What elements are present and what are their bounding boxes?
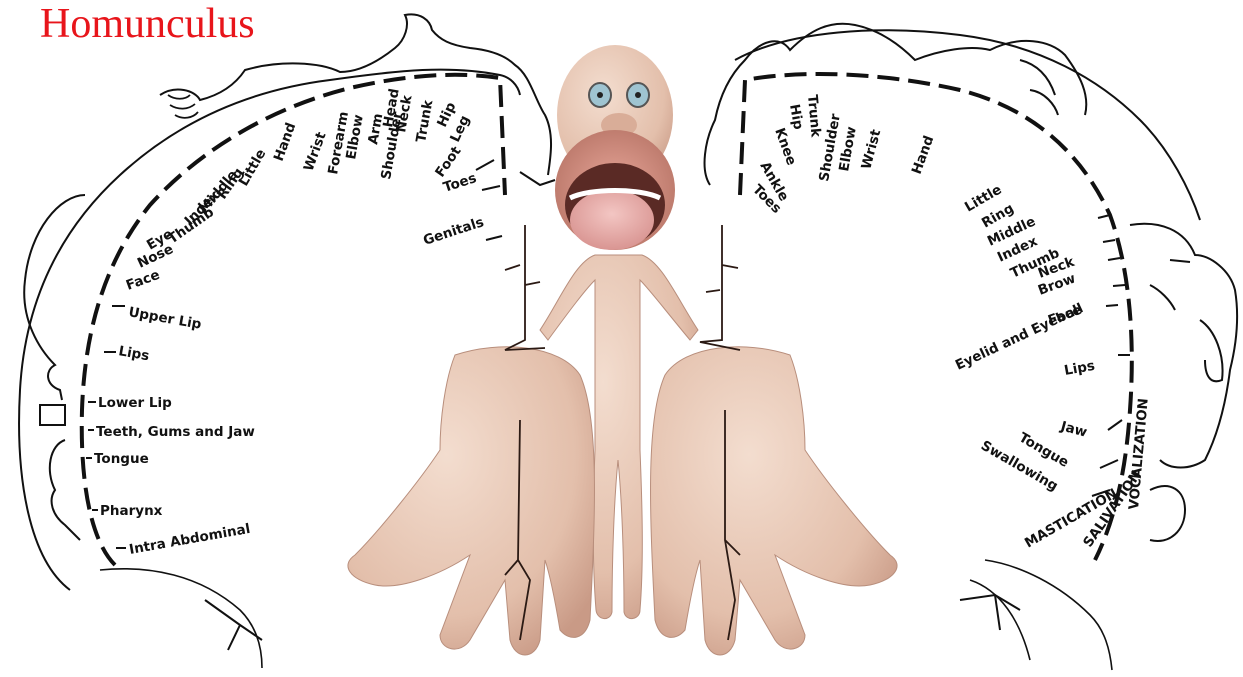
label-tick [1100, 460, 1118, 468]
homunculus-right-hand [651, 347, 898, 655]
label-tick [1106, 305, 1118, 306]
sensory-label-tongue: Tongue [94, 451, 149, 467]
motor-label-knee: Knee [771, 126, 799, 168]
motor-cortex-inner-edge [970, 560, 1112, 670]
label-tick [1108, 420, 1122, 430]
sensory-label-trunk: Trunk [413, 98, 436, 144]
label-tick [1113, 285, 1125, 286]
sensory-label-genitals: Genitals [421, 214, 486, 249]
motor-function-label-vocalization: VOCALIZATION [1126, 398, 1152, 511]
motor-label-hip: Hip [786, 103, 806, 131]
motor-label-lips: Lips [1063, 358, 1096, 379]
homunculus-left-hand [348, 347, 595, 655]
motor-label-face: Face [1046, 302, 1084, 329]
sensory-label-teeth-gums-and-jaw: Teeth, Gums and Jaw [96, 424, 255, 440]
sensory-label-face: Face [124, 267, 162, 294]
motor-label-wrist: Wrist [858, 127, 884, 171]
label-tick [1108, 258, 1120, 260]
motor-face-sketch [1130, 224, 1237, 541]
motor-cortex [705, 24, 1238, 670]
sensory-finger-sketch [168, 95, 198, 118]
label-tick [482, 186, 500, 190]
label-tick [1098, 215, 1110, 218]
sensory-label-arm: Arm [365, 112, 386, 145]
sensory-label-intra-abdominal: Intra Abdominal [128, 521, 252, 558]
motor-label-jaw: Jaw [1058, 418, 1089, 441]
sensory-cortex-inner-edge [100, 569, 262, 668]
sensory-label-upper-lip: Upper Lip [127, 304, 203, 333]
label-tick [476, 160, 494, 170]
sensory-label-hand: Hand [271, 121, 300, 164]
label-tick [486, 236, 502, 240]
motor-label-hand: Hand [909, 134, 938, 177]
sensory-label-pharynx: Pharynx [100, 503, 163, 519]
sensory-label-lips: Lips [117, 343, 150, 364]
label-tick [1103, 240, 1115, 242]
homunculus-tongue [570, 190, 654, 250]
motor-label-trunk: Trunk [804, 94, 824, 139]
sensory-label-lower-lip: Lower Lip [98, 395, 172, 411]
sensory-nerve [205, 600, 262, 650]
sensory-face-sketch [24, 195, 85, 540]
